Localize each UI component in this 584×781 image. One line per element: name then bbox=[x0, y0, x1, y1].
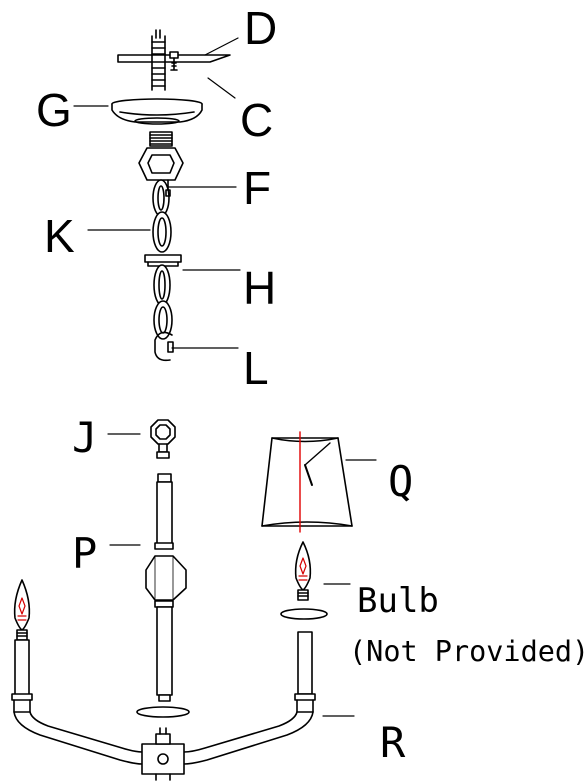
right-bobeche bbox=[280, 608, 328, 620]
leader-lines bbox=[73, 37, 377, 717]
chandelier-body bbox=[11, 631, 316, 781]
part-labels: D C G F K H L J P Q Bulb (Not Provided) … bbox=[36, 2, 584, 767]
label-bulb: Bulb bbox=[357, 581, 439, 621]
canopy bbox=[111, 98, 203, 125]
finial bbox=[150, 419, 176, 459]
lower-chain bbox=[153, 264, 173, 340]
label-j: J bbox=[72, 413, 97, 462]
mounting-bracket bbox=[117, 29, 231, 91]
label-k: K bbox=[44, 210, 75, 262]
s-hook bbox=[154, 331, 174, 362]
lamp-shade bbox=[261, 437, 353, 527]
chain bbox=[152, 179, 172, 253]
label-d: D bbox=[244, 2, 277, 54]
bulb-right bbox=[294, 541, 312, 601]
chain-crown bbox=[138, 131, 184, 181]
center-column bbox=[145, 473, 187, 702]
label-l: L bbox=[243, 342, 269, 394]
bulb-left bbox=[13, 579, 31, 641]
label-h: H bbox=[243, 262, 276, 314]
label-f: F bbox=[243, 162, 271, 214]
label-c: C bbox=[240, 94, 273, 146]
label-q: Q bbox=[388, 457, 413, 506]
label-bulb-note: (Not Provided) bbox=[349, 635, 584, 668]
label-p: P bbox=[72, 529, 97, 578]
label-g: G bbox=[36, 84, 72, 136]
label-r: R bbox=[380, 718, 406, 767]
center-bobeche bbox=[136, 706, 190, 718]
